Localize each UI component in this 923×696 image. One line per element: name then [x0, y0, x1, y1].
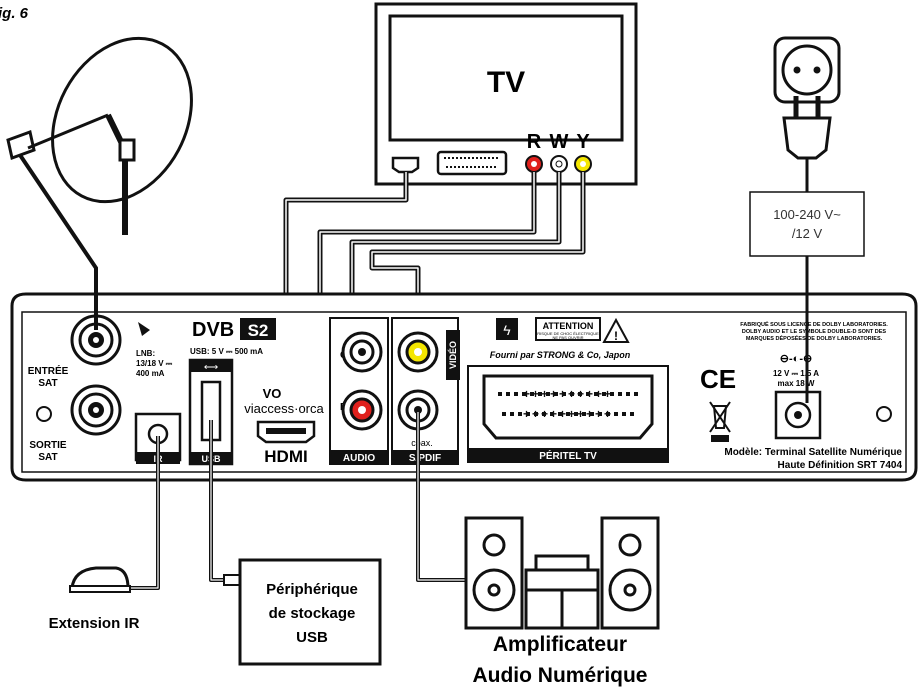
dvb-s2-logo: S2 [248, 321, 269, 340]
lnb-in-label-line2: SAT [38, 378, 57, 389]
amplifier-icon [464, 516, 660, 630]
tv-label: TV [487, 66, 525, 99]
usb-icon: ⟷ [204, 362, 218, 373]
attention-block: ϟ ATTENTION RISQUE DE CHOC ÉLECTRIQUE NE… [490, 314, 631, 360]
attention-line2: NE PAS OUVRIR [552, 335, 583, 340]
amplifier-line2: Audio Numérique [472, 664, 647, 687]
usb-storage-line2: de stockage [269, 605, 356, 622]
dolby-line2: DOLBY AUDIO ET LE SYMBOLE DOUBLE-D SONT … [742, 329, 887, 335]
usb-storage-line3: USB [296, 629, 328, 646]
adapter-line2: /12 V [792, 226, 823, 241]
usb-spec: USB: 5 V ⎓ 500 mA [190, 347, 263, 356]
receiver-back-panel [10, 292, 918, 482]
model-line1: Modèle: Terminal Satellite Numérique [724, 447, 902, 458]
audio-label: AUDIO [343, 453, 375, 464]
vo-logo: VO [263, 386, 282, 401]
usb-storage-line1: Périphérique [266, 581, 358, 598]
tv-y-label: Y [576, 131, 590, 153]
tv: TV R W Y [374, 2, 638, 186]
lnb-in-connector [70, 314, 122, 366]
lnb-out-label-line1: SORTIE [29, 440, 67, 451]
attention-line1: RISQUE DE CHOC ÉLECTRIQUE [537, 331, 599, 336]
lnb-in-label-line1: ENTRÉE [28, 364, 69, 377]
scart-port: ++++++++++ ++++++++++ PÉRITEL TV [467, 365, 669, 463]
weee-bin-icon [709, 401, 731, 442]
lightning-icon: ϟ [503, 322, 511, 338]
ce-mark: CE [700, 364, 736, 394]
power-adapter: 100-240 V~ /12 V [749, 191, 865, 410]
tv-hdmi-port [391, 156, 420, 174]
screw-left-icon [36, 406, 52, 422]
svg-text:++++++++++: ++++++++++ [523, 407, 613, 421]
dish-small-icon [138, 322, 150, 336]
svg-text:!: ! [614, 329, 618, 343]
ir-extension-label: Extension IR [49, 615, 140, 632]
model-line2: Haute Définition SRT 7404 [778, 460, 903, 471]
adapter-line1: 100-240 V~ [773, 207, 841, 222]
dolby-line1: FABRIQUÉ SOUS LICENCE DE DOLBY LABORATOR… [740, 320, 888, 328]
tv-w-label: W [550, 131, 569, 153]
audio-panel: G D AUDIO [329, 317, 389, 465]
peritel-label: PÉRITEL TV [539, 449, 597, 462]
satellite-dish-icon [6, 36, 193, 330]
svg-text:++++++++++: ++++++++++ [523, 387, 613, 401]
tv-r-label: R [527, 131, 542, 153]
dolby-line3: MARQUES DÉPOSÉES DE DOLBY LABORATORIES. [746, 334, 883, 342]
ir-extension-icon [69, 566, 131, 593]
polarity-icon: ⊖-◐-⊕ [780, 353, 812, 365]
fourni-text: Fourni par STRONG & Co, Japon [490, 350, 631, 360]
lnb-spec-line2: 13/18 V ⎓ [136, 359, 173, 368]
hdmi-port [256, 420, 316, 444]
coax-label: coax. [411, 438, 433, 448]
lnb-out-label-line2: SAT [38, 452, 57, 463]
wall-socket-icon [773, 36, 841, 104]
spdif-label: S/PDIF [409, 453, 441, 464]
figure-label: ig. 6 [0, 5, 29, 22]
attention-title: ATTENTION [543, 321, 594, 331]
hdmi-logo: HDMI [264, 447, 307, 466]
lnb-spec-line3: 400 mA [136, 369, 165, 378]
power-dc-port [774, 390, 822, 440]
power-spec2: max 18 W [778, 379, 815, 388]
tv-scart-port [436, 150, 508, 176]
screw-right-icon [876, 406, 892, 422]
power-plug-icon [782, 96, 832, 192]
usb-storage-device [223, 558, 382, 666]
viaccess-logo: viaccess·orca [244, 401, 324, 416]
lnb-out-connector [70, 384, 122, 436]
lnb-spec-line1: LNB: [136, 349, 155, 358]
warning-triangle-icon [602, 317, 630, 343]
dvb-logo: DVB [192, 319, 234, 341]
power-spec1: 12 V ⎓ 1,5 A [773, 369, 819, 378]
amplifier-line1: Amplificateur [493, 633, 627, 656]
video-vertical-label: VIDÉO [448, 341, 458, 369]
